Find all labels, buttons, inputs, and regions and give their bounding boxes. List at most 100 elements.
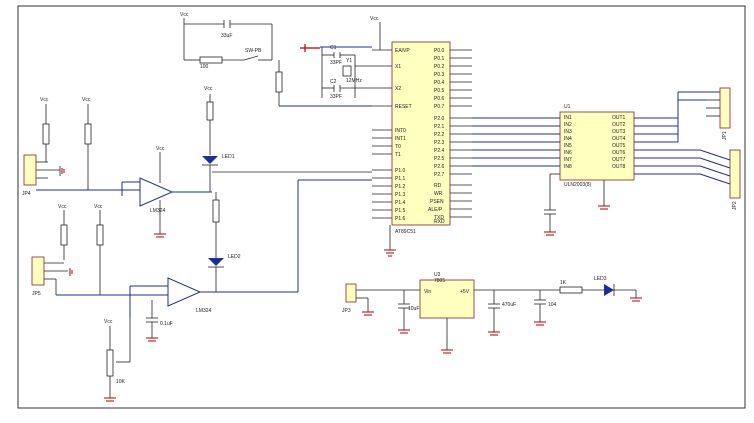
svg-text:WR: WR [434, 191, 443, 197]
svg-text:P2.5: P2.5 [434, 156, 445, 162]
svg-text:P0.6: P0.6 [434, 96, 445, 102]
ground-icon [384, 249, 396, 257]
svg-text:P0.7: P0.7 [434, 104, 445, 110]
svg-text:33uF: 33uF [221, 33, 232, 39]
svg-text:P2.6: P2.6 [434, 164, 445, 170]
connector-jp4: JP4 [22, 154, 140, 197]
svg-text:IN6: IN6 [564, 150, 572, 156]
svg-text:LED1: LED1 [222, 154, 235, 160]
svg-text:OUT5: OUT5 [612, 143, 626, 149]
svg-text:Vcc: Vcc [370, 16, 379, 22]
svg-text:INT1: INT1 [395, 136, 406, 142]
svg-text:Vcc: Vcc [156, 146, 165, 152]
svg-text:X1: X1 [395, 64, 401, 70]
svg-text:JP4: JP4 [22, 191, 31, 197]
led-group-amp: Vcc LED1 LED2 [202, 86, 372, 292]
connector-jp2: JP2 [699, 149, 741, 210]
svg-text:Vcc: Vcc [180, 12, 189, 18]
svg-text:P0.1: P0.1 [434, 56, 445, 62]
svg-text:33PF: 33PF [330, 60, 342, 66]
svg-text:PSEN: PSEN [430, 199, 444, 205]
svg-text:SW-PB: SW-PB [245, 48, 262, 54]
svg-text:LED2: LED2 [228, 254, 241, 260]
svg-text:Vcc: Vcc [40, 97, 49, 103]
svg-text:Vin: Vin [424, 289, 431, 295]
svg-text:U3: U3 [434, 272, 441, 278]
svg-text:P0.2: P0.2 [434, 64, 445, 70]
svg-text:U1: U1 [564, 104, 571, 110]
svg-text:IN2: IN2 [564, 122, 572, 128]
power-supply: JP3 U3 7805 Vin +5V 10uF 470uF 104 1K [342, 272, 642, 354]
svg-text:Y1: Y1 [346, 58, 352, 64]
svg-text:7805: 7805 [434, 278, 445, 284]
svg-text:ULN2003(8): ULN2003(8) [564, 182, 592, 188]
svg-text:P1.1: P1.1 [395, 176, 406, 182]
svg-text:Vcc: Vcc [204, 86, 213, 92]
svg-text:JP2: JP2 [732, 201, 738, 210]
svg-text:OUT6: OUT6 [612, 150, 626, 156]
svg-text:RXD: RXD [434, 219, 445, 225]
svg-text:P1.5: P1.5 [395, 208, 406, 214]
svg-text:12MHz: 12MHz [346, 78, 362, 84]
svg-text:P1.6: P1.6 [395, 216, 406, 222]
svg-text:T0: T0 [395, 144, 401, 150]
svg-text:+5V: +5V [460, 289, 470, 295]
svg-text:P0.4: P0.4 [434, 80, 445, 86]
svg-text:LED3: LED3 [594, 276, 607, 282]
svg-text:LM324: LM324 [196, 308, 212, 314]
driver-u1: U1 ULN2003(8) IN1 IN2 IN3 IN4 IN5 IN6 IN… [472, 91, 720, 236]
svg-text:JP5: JP5 [32, 291, 41, 297]
svg-text:10K: 10K [116, 379, 126, 385]
svg-text:IN7: IN7 [564, 157, 572, 163]
svg-text:P0.3: P0.3 [434, 72, 445, 78]
svg-text:JP1: JP1 [722, 131, 728, 140]
svg-text:INT0: INT0 [395, 128, 406, 134]
crystal-section: C1 33PF C2 33PF Y1 12MHz Vcc [300, 16, 381, 100]
svg-text:P1.3: P1.3 [395, 192, 406, 198]
svg-text:TXD: TXD [434, 215, 444, 221]
svg-text:RESET: RESET [395, 104, 412, 110]
mcu-top-pin: EA/VP [395, 48, 410, 54]
svg-text:P1.0: P1.0 [395, 168, 406, 174]
svg-text:P2.0: P2.0 [434, 116, 445, 122]
svg-text:C1: C1 [330, 45, 337, 51]
svg-text:LM324: LM324 [150, 208, 166, 214]
svg-text:OUT3: OUT3 [612, 129, 626, 135]
connector-jp1: JP1 [678, 87, 731, 140]
svg-text:ALE/P: ALE/P [428, 207, 443, 213]
resistor-group-left: Vcc Vcc Vcc Vcc [40, 97, 104, 295]
reset-network: Vcc 33uF 100 SW-PB [180, 12, 372, 107]
svg-text:OUT2: OUT2 [612, 122, 626, 128]
svg-text:33PF: 33PF [330, 94, 342, 100]
svg-text:P2.7: P2.7 [434, 172, 445, 178]
opamp-1: LM324 Vcc [121, 146, 212, 238]
amp-cap: 0.1uF [146, 300, 173, 342]
svg-text:T1: T1 [395, 152, 401, 158]
potentiometer: Vcc 10K [104, 318, 131, 402]
svg-text:OUT4: OUT4 [612, 136, 626, 142]
svg-text:10uF: 10uF [408, 306, 419, 312]
svg-text:RD: RD [434, 183, 442, 189]
svg-text:1K: 1K [560, 280, 567, 286]
mcu-u2: AT89C51 EA/VP P0.0 [372, 41, 472, 250]
svg-text:Vcc: Vcc [94, 204, 103, 210]
svg-text:OUT8: OUT8 [612, 164, 626, 170]
svg-text:100: 100 [200, 64, 209, 70]
svg-text:IN1: IN1 [564, 115, 572, 121]
svg-text:JP3: JP3 [342, 308, 351, 314]
svg-text:470uF: 470uF [502, 302, 516, 308]
svg-text:Vcc: Vcc [82, 97, 91, 103]
svg-text:P0.0: P0.0 [434, 48, 445, 54]
svg-text:IN8: IN8 [564, 164, 572, 170]
svg-text:0.1uF: 0.1uF [160, 321, 173, 327]
svg-text:P2.2: P2.2 [434, 132, 445, 138]
svg-text:OUT1: OUT1 [612, 115, 626, 121]
svg-text:IN5: IN5 [564, 143, 572, 149]
svg-text:104: 104 [548, 302, 557, 308]
mcu-name: AT89C51 [395, 229, 416, 235]
svg-text:P2.1: P2.1 [434, 124, 445, 130]
svg-text:OUT7: OUT7 [612, 157, 626, 163]
svg-text:IN3: IN3 [564, 129, 572, 135]
svg-text:P2.4: P2.4 [434, 148, 445, 154]
